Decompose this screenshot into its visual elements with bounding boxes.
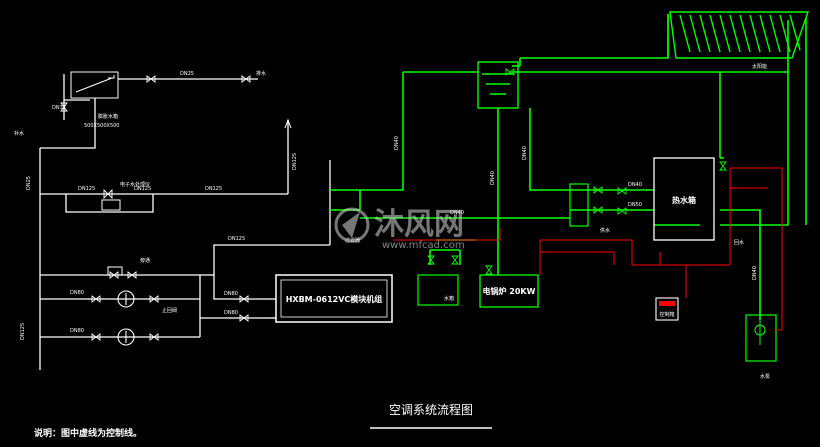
check-label: 止回阀 <box>162 307 177 314</box>
plate-heat-exchanger <box>569 183 589 227</box>
roof-tank <box>477 61 519 109</box>
control-box: 控制箱 <box>655 297 679 321</box>
pipe-label: DN80 <box>70 290 84 296</box>
pipe-label: DN40 <box>752 266 758 280</box>
expansion-label: 膨胀水箱 <box>98 113 118 120</box>
pipe-label: DN125 <box>292 153 298 170</box>
hot-water-tank: 热水箱 <box>653 157 715 241</box>
white-piping <box>39 74 331 370</box>
pipe-label: DN40 <box>394 136 400 150</box>
expansion-tank <box>70 71 119 99</box>
pipe-label: DN50 <box>628 202 642 208</box>
solar-label: 太阳能 <box>752 63 767 70</box>
bypass-label: 旁通 <box>140 257 150 264</box>
pipe-label: DN125 <box>134 186 151 192</box>
green-piping <box>330 14 807 320</box>
diagram-note: 说明：图中虚线为控制线。 <box>34 427 142 439</box>
white-riser <box>284 118 292 129</box>
supply-label: 供水 <box>600 227 610 234</box>
control-box-label: 控制箱 <box>659 311 674 318</box>
circulation-pumps <box>117 290 135 346</box>
watermark-text: 沐风网 <box>374 207 464 242</box>
electronic-water-processor <box>101 199 123 276</box>
pipe-label: DN32 <box>52 105 66 111</box>
pipe-label: DN40 <box>490 171 496 185</box>
pipe-label: DN125 <box>205 186 222 192</box>
pipe-label: DN40 <box>522 146 528 160</box>
pipe-label: DN40 <box>450 210 464 216</box>
boiler-label: 电锅炉 20KW <box>483 286 536 296</box>
pipe-label: DN80 <box>70 328 84 334</box>
control-lines <box>393 167 783 331</box>
pipe-label: DN80 <box>224 310 238 316</box>
pipe-label: DN125 <box>20 323 26 340</box>
pipe-label: DN80 <box>224 291 238 297</box>
watermark-url: www.mfcad.com <box>382 240 465 251</box>
diagram-title: 空调系统流程图 <box>389 402 473 417</box>
watermark: 沐风网 www.mfcad.com <box>334 207 465 251</box>
pipe-label: DN125 <box>228 236 245 242</box>
diagram-title-block: 空调系统流程图 <box>370 402 492 429</box>
make-up-label: 补水 <box>14 130 24 137</box>
small-water-tank: 水箱 <box>417 274 459 306</box>
return-label: 回水 <box>734 239 744 246</box>
white-valves <box>60 75 251 341</box>
expansion-size-label: 500X500X500 <box>84 123 119 129</box>
pipe-label: DN25 <box>26 176 32 190</box>
chiller-module-panel: HXBM-0612VC模块机组 <box>275 274 393 323</box>
right-pump-label: 水泵 <box>760 373 770 380</box>
sewer-label: 排水 <box>256 70 266 77</box>
pipe-label: DN40 <box>628 182 642 188</box>
small-tank-label: 水箱 <box>444 295 454 302</box>
pipe-label: DN125 <box>78 186 95 192</box>
chiller-module-label: HXBM-0612VC模块机组 <box>286 294 383 304</box>
right-pump: 水泵 <box>745 314 777 380</box>
electric-boiler: 电锅炉 20KW <box>479 274 539 308</box>
pipe-label: DN25 <box>180 71 194 77</box>
softener-label: 电子水处理仪 <box>120 181 150 188</box>
solar-collector <box>667 11 809 59</box>
green-valves <box>427 68 727 275</box>
annotation-labels: 排水 膨胀水箱 500X500X500 补水 电子水处理仪 旁通 止回阀 过滤器… <box>14 70 744 314</box>
hot-water-tank-label: 热水箱 <box>672 195 696 205</box>
pipe-labels: DN25 DN32 DN25 DN125 DN125 DN125 DN125 D… <box>20 71 758 340</box>
